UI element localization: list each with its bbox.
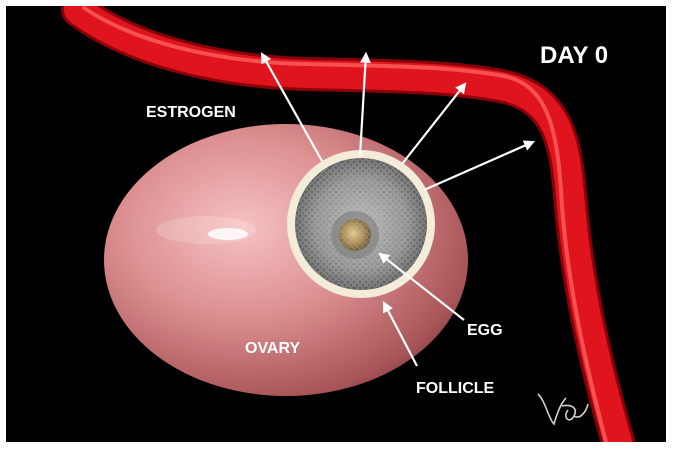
- diagram-canvas: DAY 0 ESTROGEN OVARY EGG FOLLICLE: [6, 6, 666, 442]
- egg: [331, 211, 379, 259]
- estrogen-label: ESTROGEN: [146, 104, 236, 121]
- estrogen-arrow: [402, 84, 465, 164]
- follicle-label: FOLLICLE: [416, 380, 495, 397]
- ovary-label: OVARY: [245, 340, 300, 357]
- artist-signature: [538, 394, 588, 424]
- diagram-svg: DAY 0 ESTROGEN OVARY EGG FOLLICLE: [6, 6, 666, 442]
- estrogen-arrow: [424, 142, 533, 190]
- day-label: DAY 0: [540, 42, 608, 69]
- follicle: [287, 150, 435, 298]
- egg-label: EGG: [467, 322, 503, 339]
